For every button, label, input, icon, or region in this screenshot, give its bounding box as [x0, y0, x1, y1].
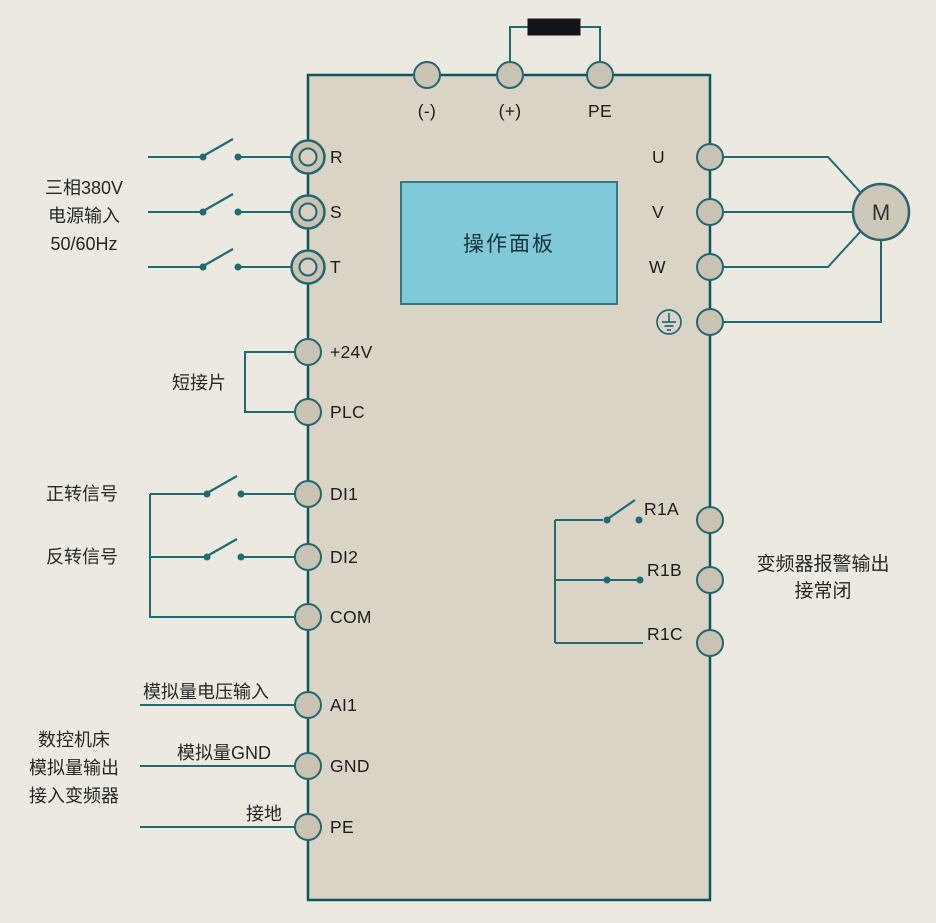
label-gnd: GND [330, 756, 370, 776]
label-v: V [652, 202, 664, 222]
braking-resistor-icon [527, 18, 581, 36]
terminal-minus [413, 61, 441, 89]
terminal-pe-left [294, 813, 322, 841]
terminal-U [696, 143, 724, 171]
power-input-line3: 50/60Hz [50, 234, 118, 254]
label-u: U [652, 147, 665, 167]
analog-voltage-label: 模拟量电压输入 [143, 682, 269, 702]
label-ai1: AI1 [330, 695, 358, 715]
braking-resistor-circuit [509, 18, 601, 61]
label-r1c: R1C [647, 624, 683, 644]
short-tab-label: 短接片 [172, 373, 226, 393]
label-r1b: R1B [647, 560, 682, 580]
motor-label: M [872, 200, 890, 225]
terminal-R [290, 139, 326, 175]
com-bus-wire [149, 494, 295, 618]
terminal-ai1 [294, 691, 322, 719]
power-switch-S [148, 193, 291, 216]
wire-W [723, 230, 862, 268]
terminal-r1a [696, 506, 724, 534]
alarm-relay-contacts [554, 499, 644, 644]
reverse-signal-label: 反转信号 [46, 547, 118, 567]
terminal-plus [496, 61, 524, 89]
forward-switch-DI1 [150, 475, 295, 498]
power-switch-R [148, 138, 291, 161]
operation-panel-label: 操作面板 [463, 233, 555, 256]
label-di1: DI1 [330, 484, 359, 504]
label-s: S [330, 202, 342, 222]
terminal-24v [294, 338, 322, 366]
label-di2: DI2 [330, 547, 359, 567]
terminal-V [696, 198, 724, 226]
terminal-earth [696, 308, 724, 336]
cnc-line3: 接入变频器 [29, 786, 119, 806]
label-w: W [649, 257, 666, 277]
terminal-com [294, 603, 322, 631]
terminal-r1b [696, 566, 724, 594]
label-24v: +24V [330, 342, 373, 362]
label-r: R [330, 147, 343, 167]
motor: M [851, 182, 911, 242]
alarm-line2: 接常闭 [794, 581, 852, 602]
terminal-W [696, 253, 724, 281]
power-input-line1: 三相380V [44, 178, 124, 198]
terminal-r1c [696, 629, 724, 657]
alarm-note: 变频器报警输出 接常闭 [733, 551, 913, 605]
label-plc: PLC [330, 402, 365, 422]
cnc-line1: 数控机床 [38, 730, 110, 750]
label-minus: (-) [417, 101, 437, 121]
cnc-line2: 模拟量输出 [29, 758, 119, 778]
alarm-line1: 变频器报警输出 [756, 554, 890, 575]
cnc-note: 数控机床 模拟量输出 接入变频器 [18, 726, 130, 810]
wire-U [723, 156, 862, 194]
operation-panel: 操作面板 [400, 181, 618, 305]
label-plus: (+) [498, 101, 522, 121]
short-tab-wire [244, 351, 295, 413]
terminal-pe-top [586, 61, 614, 89]
analog-gnd-label: 模拟量GND [177, 743, 271, 763]
terminal-plc [294, 398, 322, 426]
label-t: T [330, 257, 341, 277]
power-input-note: 三相380V 电源输入 50/60Hz [28, 174, 140, 258]
forward-signal-label: 正转信号 [46, 484, 118, 504]
earth-label: 接地 [246, 804, 282, 824]
label-pe-top: PE [588, 101, 612, 121]
terminal-di1 [294, 480, 322, 508]
label-pe-left: PE [330, 817, 354, 837]
power-input-line2: 电源输入 [48, 206, 120, 226]
reverse-switch-DI2 [150, 538, 295, 561]
label-r1a: R1A [644, 499, 679, 519]
terminal-S [290, 194, 326, 230]
wire-motor-earth [723, 240, 882, 323]
terminal-T [290, 249, 326, 285]
label-com: COM [330, 607, 372, 627]
earth-symbol-icon [656, 309, 682, 335]
terminal-gnd [294, 752, 322, 780]
power-switch-T [148, 248, 291, 271]
terminal-di2 [294, 543, 322, 571]
